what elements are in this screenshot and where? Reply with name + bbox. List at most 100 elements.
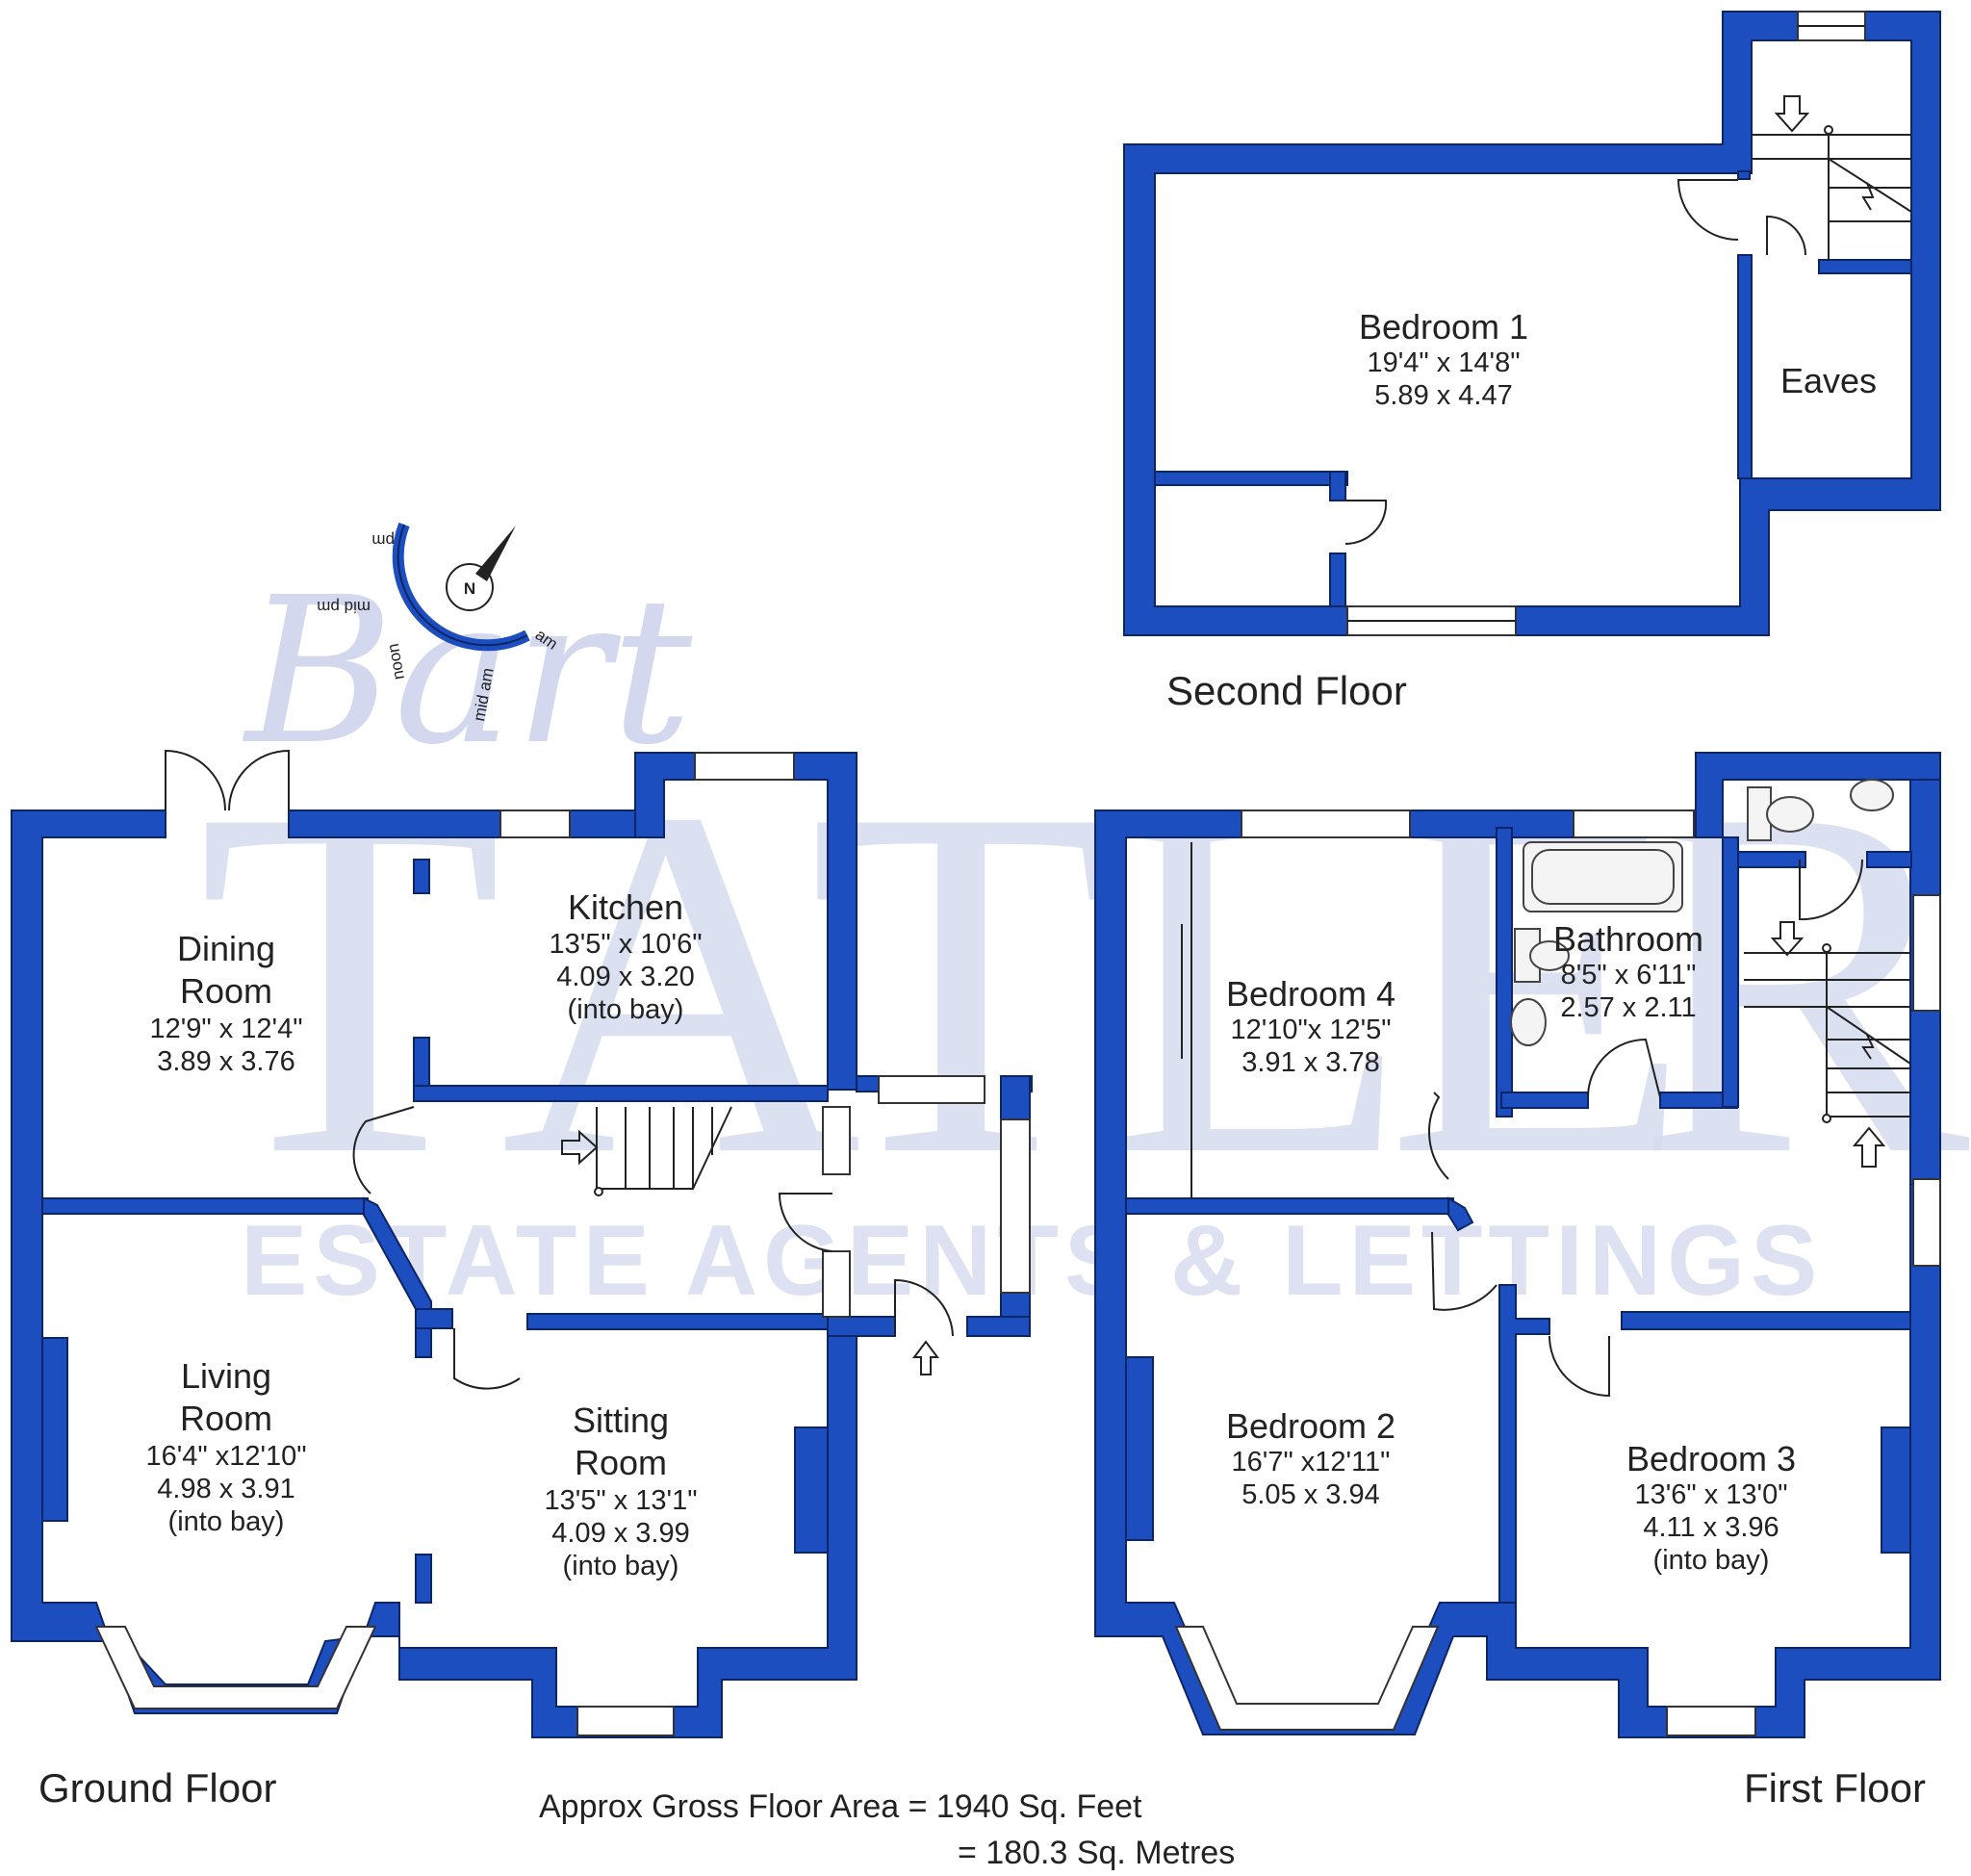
landing-window-2 xyxy=(1912,1178,1941,1267)
dining-living-wall xyxy=(41,1197,369,1215)
cupboard-wall-v xyxy=(1329,553,1346,607)
landing-wall xyxy=(1909,1010,1941,1185)
ground-floor-plan: Kitchen 13'5" x 10'6" 4.09 x 3.20 (into … xyxy=(11,749,1033,1811)
wc-bottom-wall-1 xyxy=(1737,851,1806,868)
toilet-bowl-icon xyxy=(1529,940,1570,971)
sitting-door xyxy=(453,1328,521,1390)
watermark-letter-4: L xyxy=(1107,706,1413,1259)
sitting-note: (into bay) xyxy=(563,1551,679,1581)
stairs-up-arrow-icon xyxy=(561,1129,599,1166)
bathroom-window xyxy=(1573,810,1695,838)
living-note: (into bay) xyxy=(168,1506,285,1537)
compass-needle-icon xyxy=(475,526,516,581)
eaves-door xyxy=(1766,215,1806,256)
first-floor-caption: First Floor xyxy=(1744,1765,1926,1811)
bedroom2-bay-window xyxy=(1174,1626,1440,1731)
first-floor-wc-top xyxy=(1695,752,1941,838)
sitting-top-wall xyxy=(526,1313,829,1330)
cupboard-wall-stub xyxy=(1329,471,1346,501)
second-floor-caption: Second Floor xyxy=(1166,668,1407,713)
hall-window-1 xyxy=(822,1106,851,1175)
sitting-metric: 4.09 x 3.99 xyxy=(551,1518,690,1549)
bathroom-left-wall xyxy=(1496,827,1513,1118)
wc-basin-icon xyxy=(1850,779,1894,811)
french-door-right xyxy=(228,749,290,811)
dining-name-2: Room xyxy=(180,971,272,1011)
front-door xyxy=(894,1278,954,1337)
ground-top-wall-1 xyxy=(288,810,501,838)
area-line-1: Approx Gross Floor Area = 1940 Sq. Feet xyxy=(539,1788,1142,1825)
kitchen-window-1 xyxy=(499,810,571,838)
bathroom-bottom-wall-1 xyxy=(1500,1092,1589,1109)
stairs-break-icon xyxy=(1861,182,1875,211)
first-floor-down-arrow-icon xyxy=(1770,921,1805,957)
eaves-name: Eaves xyxy=(1780,361,1877,400)
bedroom3-imperial: 13'6" x 13'0" xyxy=(1634,1479,1787,1510)
bath-inner-icon xyxy=(1531,849,1675,905)
first-floor-plan: Bedroom 4 12'10"x 12'5" 3.91 x 3.78 Bath… xyxy=(1094,752,1941,1811)
bedroom4-door xyxy=(1428,1092,1449,1180)
watermark-letter-3: T xyxy=(808,706,1114,1259)
watermark-letter-1: T xyxy=(197,706,503,1259)
sitting-name-1: Sitting xyxy=(573,1401,669,1440)
bedroom2-3-wall xyxy=(1498,1284,1550,1604)
landing-window-1 xyxy=(1912,894,1941,1012)
bedroom3-note: (into bay) xyxy=(1653,1545,1770,1576)
second-floor-eaves-top-wall xyxy=(1818,259,1912,274)
bedroom4-bottom-wall xyxy=(1125,1197,1454,1215)
wc-bowl-icon xyxy=(1766,796,1814,833)
french-door-left xyxy=(165,749,226,811)
bedroom4-window xyxy=(1241,810,1411,838)
bathroom-imperial: 8'5" x 6'11" xyxy=(1561,960,1697,990)
compass-arc-edge xyxy=(397,524,528,647)
cupboard-door xyxy=(1344,500,1388,546)
second-floor-stub xyxy=(1737,170,1751,180)
porch-window-side xyxy=(1000,1118,1031,1294)
sitting-chimney xyxy=(794,1426,829,1554)
living-sitting-wall xyxy=(415,1554,432,1604)
ground-floor-caption: Ground Floor xyxy=(38,1765,276,1811)
watermark-subtitle: ESTATE AGENTS & LETTINGS xyxy=(241,1205,1823,1317)
porch-window-top xyxy=(878,1075,986,1104)
porch-bottom-wall xyxy=(966,1316,1031,1337)
kitchen-note: (into bay) xyxy=(568,994,684,1025)
dining-imperial: 12'9" x 12'4" xyxy=(149,1014,302,1044)
kitchen-window-2 xyxy=(694,752,795,781)
second-floor-walls xyxy=(1123,11,1941,636)
second-floor-stairs xyxy=(1752,95,1912,260)
bedroom1-metric: 5.89 x 4.47 xyxy=(1374,380,1513,411)
sitting-imperial: 13'5" x 13'1" xyxy=(544,1485,697,1516)
bedroom4-imperial: 12'10"x 12'5" xyxy=(1230,1015,1391,1045)
bedroom3-top-wall xyxy=(1621,1311,1911,1330)
washbasin-icon xyxy=(1510,998,1547,1046)
hall-bottom-wall xyxy=(827,1316,896,1337)
bathroom-right-wall xyxy=(1722,836,1739,1108)
bedroom3-window xyxy=(1666,1706,1756,1736)
first-floor-break-icon xyxy=(1861,1034,1875,1060)
stairs-down-arrow-icon xyxy=(1774,95,1810,133)
kitchen-hall-wall xyxy=(413,1085,829,1102)
compass-label-mid-pm: mid pm xyxy=(317,598,371,616)
living-chimney xyxy=(41,1337,68,1522)
bedroom2-chimney xyxy=(1125,1356,1154,1541)
living-metric: 4.98 x 3.91 xyxy=(157,1474,295,1504)
kitchen-metric: 4.09 x 3.20 xyxy=(556,962,695,992)
compass-label-pm: pm xyxy=(371,531,395,550)
bedroom4-door-jamb xyxy=(1447,1196,1474,1232)
bedroom4-name: Bedroom 4 xyxy=(1226,974,1395,1014)
first-floor-stairs xyxy=(1744,921,1911,1168)
kitchen-imperial: 13'5" x 10'6" xyxy=(549,929,702,960)
bathroom-door xyxy=(1587,1038,1661,1098)
second-floor-plan: Bedroom 1 19'4" x 14'8" 5.89 x 4.47 Eave… xyxy=(1123,11,1941,713)
area-line-2: = 180.3 Sq. Metres xyxy=(958,1835,1235,1871)
sitting-window xyxy=(576,1706,675,1736)
bedroom3-door xyxy=(1549,1335,1610,1398)
bedroom3-name: Bedroom 3 xyxy=(1626,1439,1796,1478)
first-floor-up-arrow-icon xyxy=(1852,1126,1886,1168)
bedroom1-name: Bedroom 1 xyxy=(1359,307,1528,347)
second-floor-door xyxy=(1677,179,1739,241)
living-imperial: 16'4" x12'10" xyxy=(145,1441,306,1472)
living-hall-stub xyxy=(415,1308,453,1329)
living-name-1: Living xyxy=(181,1356,271,1396)
